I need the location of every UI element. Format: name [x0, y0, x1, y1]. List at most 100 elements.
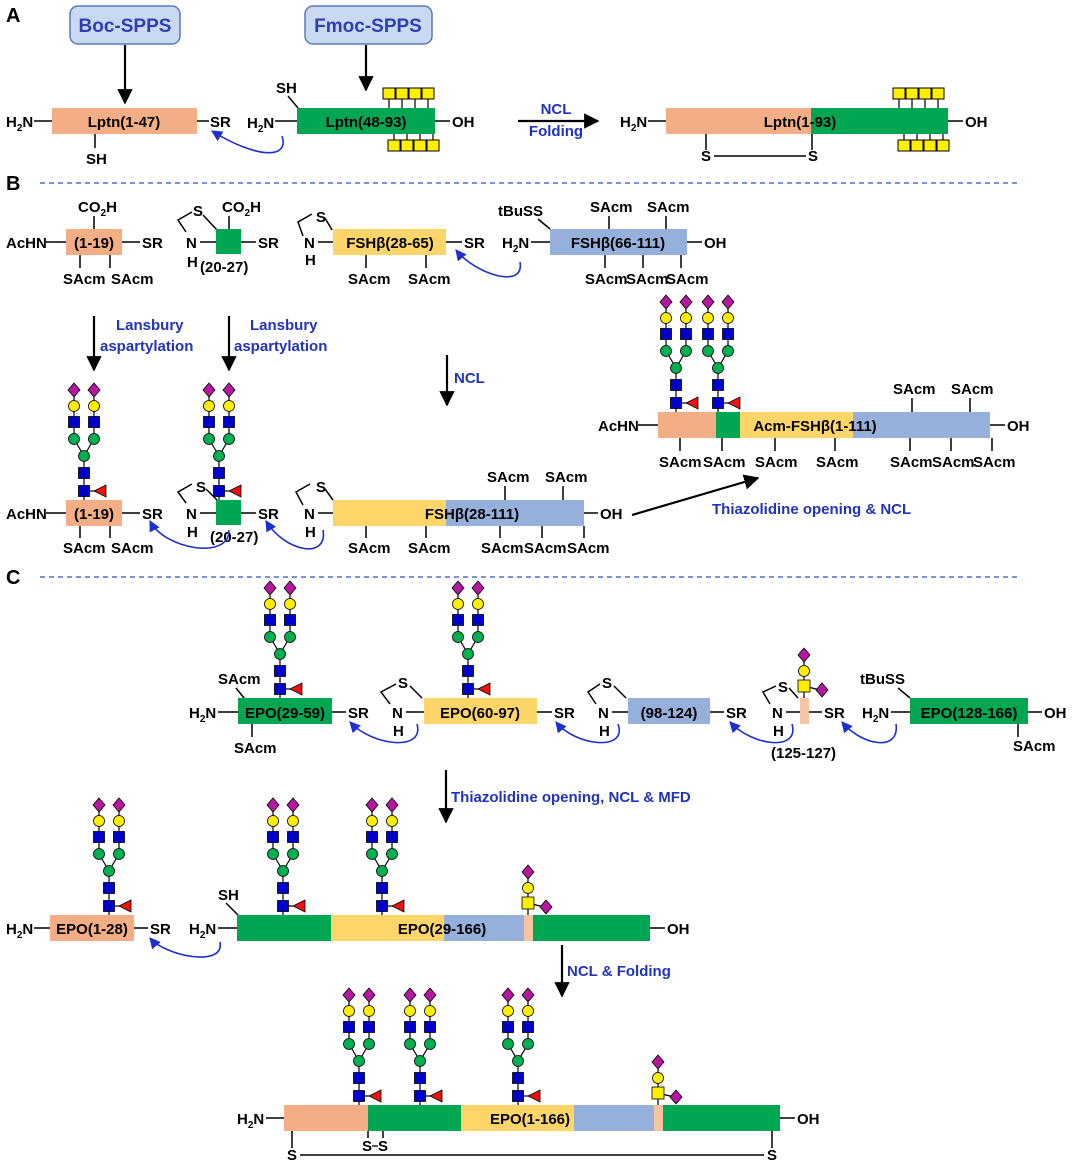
thz-h-label: H	[187, 254, 198, 271]
step-label-ncl-b: NCL	[454, 370, 485, 387]
step-label-aspartylation-1: aspartylation	[100, 338, 193, 355]
glycan-square-symbol	[274, 683, 286, 695]
glycan-circle-symbol	[223, 400, 235, 412]
step-label-ncl: NCL	[541, 101, 572, 118]
s-label: S	[287, 1147, 297, 1164]
glycan-circle-symbol	[680, 345, 692, 357]
glycan-circle-symbol	[472, 631, 484, 643]
sacm-label: SAcm	[408, 271, 451, 288]
h2n-label: H2N	[247, 115, 274, 135]
n-glycan	[365, 797, 405, 915]
tbuss-label: tBuSS	[860, 671, 905, 688]
glycan-diamond-symbol	[342, 987, 356, 1003]
glycan-circle-symbol	[93, 815, 105, 827]
glycan-diamond-symbol	[797, 647, 811, 663]
glycan-triangle-symbol	[429, 1089, 443, 1103]
ligation-arrow	[841, 721, 897, 744]
h2n-label: H2N	[6, 114, 33, 134]
glycan-circle-symbol	[103, 865, 115, 877]
thz-n-label: N	[304, 235, 315, 252]
oh-label: OH	[965, 114, 988, 131]
glycan-diamond-symbol	[679, 294, 693, 310]
glycan-square-symbol	[521, 896, 535, 910]
panel-label-a: A	[6, 5, 20, 27]
segment-fshb-28-111-b	[446, 500, 584, 526]
sacm-label: SAcm	[348, 540, 391, 557]
thz-h-label: H	[773, 723, 784, 740]
segment-label-fshb-28-111: FSHβ(28-111)	[425, 506, 519, 523]
step-label-lansbury-1: Lansbury	[116, 317, 184, 334]
glycan-circle-symbol	[343, 1038, 355, 1050]
glycan-triangle-symbol	[289, 682, 303, 696]
h2n-label: H2N	[620, 114, 647, 134]
segment-lptn-1-93-n	[666, 108, 811, 134]
glycan-circle-symbol	[343, 1005, 355, 1017]
glycan-diamond-symbol	[286, 797, 300, 813]
glycan-triangle-symbol	[527, 1089, 541, 1103]
glycan-circle-symbol	[502, 1005, 514, 1017]
glycan-circle-symbol	[68, 400, 80, 412]
glycan-diamond-symbol	[669, 1089, 683, 1105]
thz-h-label: H	[187, 524, 198, 541]
segment-acm-fshb-d	[853, 412, 990, 438]
segment-epo-1-166-d	[574, 1105, 654, 1131]
glycan-circle-symbol	[284, 631, 296, 643]
glycan-square-symbol	[512, 1072, 524, 1084]
segment-label-epo-60-97: EPO(60-97)	[440, 705, 520, 722]
sr-label: SR	[258, 235, 279, 252]
glycan-circle-symbol	[502, 1038, 514, 1050]
sr-label: SR	[142, 506, 163, 523]
sacm-label: SAcm	[647, 199, 690, 216]
glycan-diamond-symbol	[202, 382, 216, 398]
o-glcnac-cluster	[382, 87, 440, 152]
segment-label-fshb-28-65: FSHβ(28-65)	[346, 235, 434, 252]
glycan-square-symbol	[68, 416, 80, 428]
glycan-square-symbol	[660, 328, 672, 340]
segment-label-125-127: (125-127)	[771, 745, 836, 762]
thz-s-label: S	[316, 209, 326, 226]
thz-n-label: N	[598, 705, 609, 722]
glycan-square-symbol	[522, 1021, 534, 1033]
achn-label: AcHN	[6, 506, 47, 523]
ligation-arrow	[455, 249, 521, 278]
glycan-diamond-symbol	[659, 294, 673, 310]
glycan-square-symbol	[414, 1072, 426, 1084]
sacm-label: SAcm	[932, 454, 975, 471]
glycan-diamond-symbol	[721, 294, 735, 310]
glycan-diamond-symbol	[701, 294, 715, 310]
s-label: S	[808, 148, 818, 165]
glycan-circle-symbol	[287, 815, 299, 827]
glycan-square-symbol	[462, 665, 474, 677]
thz-n-label: N	[392, 705, 403, 722]
thz-s-label: S	[778, 679, 788, 696]
glycan-diamond-symbol	[501, 987, 515, 1003]
glycan-circle-symbol	[522, 1038, 534, 1050]
glycan-square-symbol	[213, 467, 225, 479]
reaction-arrow-thz	[631, 474, 760, 517]
segment-1-19	[66, 229, 122, 255]
segment-label-acm-fshb-1-111: Acm-FSHβ(1-111)	[753, 418, 876, 435]
glycan-circle-symbol	[88, 433, 100, 445]
sh-label: SH	[276, 80, 297, 97]
glycan-circle-symbol	[660, 312, 672, 324]
glycan-circle-symbol	[267, 815, 279, 827]
glycan-diamond-symbol	[385, 797, 399, 813]
glycan-diamond-symbol	[651, 1054, 665, 1070]
glycan-square-symbol	[353, 1072, 365, 1084]
sacm-label: SAcm	[234, 740, 277, 757]
n-glycan	[263, 580, 303, 698]
glycan-diamond-symbol	[815, 682, 829, 698]
glycan-circle-symbol	[670, 362, 682, 374]
segment-label-fshb-66-111: FSHβ(66-111)	[571, 235, 665, 252]
co2h-label: CO2H	[222, 199, 261, 219]
h2n-label: H2N	[502, 235, 529, 255]
glycan-triangle-symbol	[292, 899, 306, 913]
n-glycan	[701, 294, 741, 412]
glycan-diamond-symbol	[451, 580, 465, 596]
glycan-circle-symbol	[203, 433, 215, 445]
glycan-circle-symbol	[702, 345, 714, 357]
glycan-circle-symbol	[386, 815, 398, 827]
n-glycan	[67, 382, 107, 500]
step-label-folding: Folding	[529, 123, 583, 140]
